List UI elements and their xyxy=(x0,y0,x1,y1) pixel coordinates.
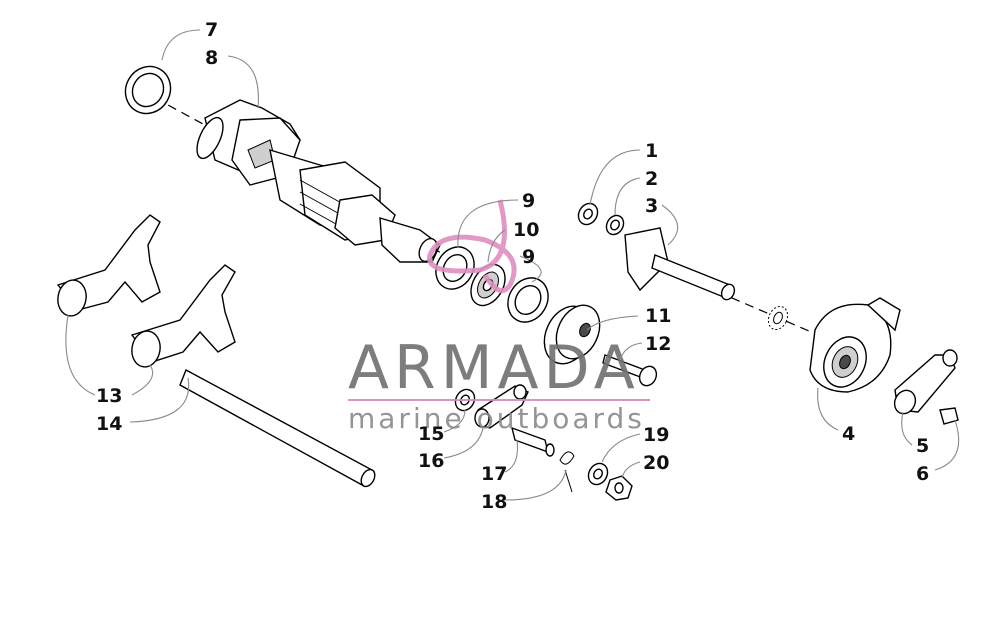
callout-1: 1 xyxy=(645,140,658,162)
part-7-washer xyxy=(124,65,172,115)
leader-19 xyxy=(601,433,641,463)
part-9-washer-lower xyxy=(507,277,549,323)
callout-2: 2 xyxy=(645,168,658,190)
part-6-bolt xyxy=(939,407,959,425)
part-18-spring xyxy=(559,451,575,493)
leader-14 xyxy=(129,377,190,423)
callout-9-upper: 9 xyxy=(522,190,535,212)
leader-16 xyxy=(443,427,484,459)
leader-12 xyxy=(619,342,643,361)
leader-9-lower xyxy=(519,255,542,283)
watermark-brand: ARMADA xyxy=(348,333,640,403)
callout-5: 5 xyxy=(916,435,929,457)
callout-14: 14 xyxy=(96,413,122,435)
callout-13: 13 xyxy=(96,385,122,407)
callout-12: 12 xyxy=(645,333,671,355)
callout-8: 8 xyxy=(205,47,218,69)
leader-1 xyxy=(589,149,641,206)
watermark-logo-icon xyxy=(427,199,517,294)
watermark-tagline: marine outboards xyxy=(348,402,645,435)
leader-4 xyxy=(817,387,839,431)
leader-5 xyxy=(901,411,913,446)
part-11-gear xyxy=(543,304,601,365)
leader-9-upper xyxy=(457,199,519,249)
part-5-shift-lever xyxy=(893,349,958,415)
leader-11 xyxy=(586,315,639,331)
part-9-washer-upper xyxy=(435,246,475,290)
callout-6: 6 xyxy=(916,463,929,485)
oil-seal xyxy=(767,305,789,331)
part-19-washer xyxy=(587,462,609,486)
callout-19: 19 xyxy=(643,424,669,446)
callout-20: 20 xyxy=(643,452,669,474)
leader-6 xyxy=(934,419,960,471)
leader-15 xyxy=(443,409,466,433)
leader-17 xyxy=(504,439,519,473)
part-8-shift-drum xyxy=(196,99,441,263)
callout-7: 7 xyxy=(205,19,218,41)
shift-axis-line xyxy=(689,279,831,341)
callout-18: 18 xyxy=(481,491,507,513)
part-12-bolt xyxy=(602,354,658,387)
callout-4: 4 xyxy=(842,423,855,445)
watermark: ARMADA marine outboards xyxy=(348,199,650,435)
callout-17: 17 xyxy=(481,463,507,485)
leader-13 xyxy=(65,314,154,396)
part-1-washer xyxy=(577,202,599,226)
callout-3: 3 xyxy=(645,195,658,217)
callout-9-lower: 9 xyxy=(522,246,535,268)
leader-3 xyxy=(661,204,679,246)
part-10-thrust-bearing xyxy=(470,263,506,307)
part-3-shift-shaft xyxy=(624,227,736,301)
callout-16: 16 xyxy=(418,450,444,472)
leader-7 xyxy=(161,29,201,61)
callout-10: 10 xyxy=(513,219,539,241)
callout-11: 11 xyxy=(645,305,671,327)
leader-18 xyxy=(504,469,567,501)
part-16-stopper-arm xyxy=(474,384,529,429)
leader-20 xyxy=(621,461,641,479)
leader-8 xyxy=(227,55,259,109)
callout-15: 15 xyxy=(418,423,444,445)
part-20-nut xyxy=(605,475,633,501)
part-13-shift-fork-lower xyxy=(130,264,236,368)
part-13-shift-fork-upper xyxy=(56,214,161,317)
part-4-cover xyxy=(809,297,901,393)
part-14-fork-shaft xyxy=(179,369,376,488)
leader-10 xyxy=(487,229,506,263)
leader-2 xyxy=(614,177,641,216)
part-17-pin xyxy=(511,426,555,457)
part-2-clip xyxy=(605,214,625,236)
